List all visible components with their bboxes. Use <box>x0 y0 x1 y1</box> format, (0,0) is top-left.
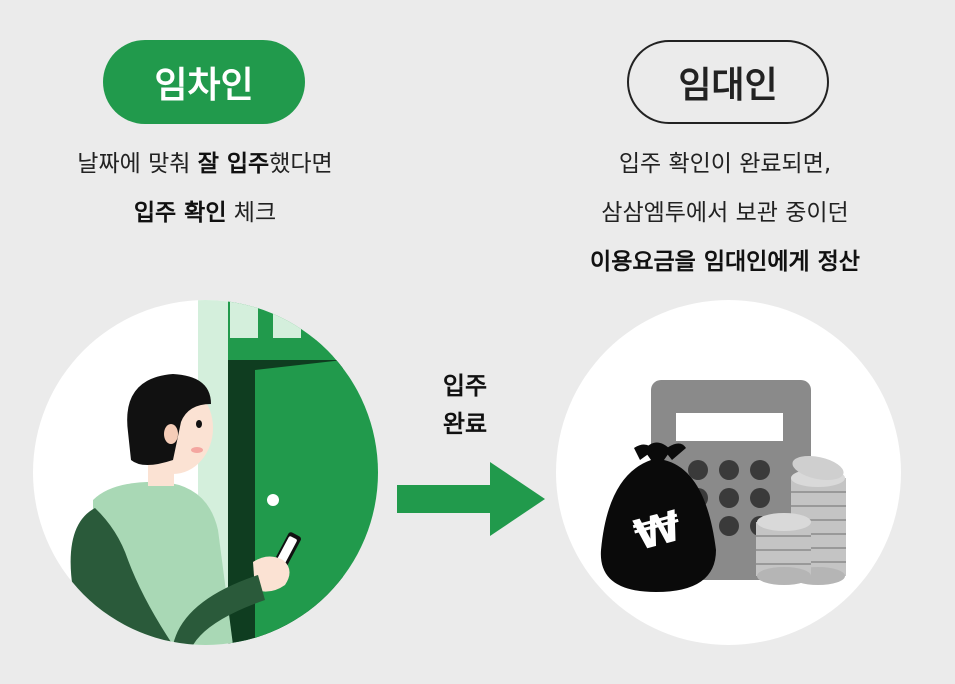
tenant-at-door-icon <box>70 300 378 645</box>
tenant-desc-line-2: 입주 확인 체크 <box>133 200 277 226</box>
tenant-illustration <box>33 300 378 645</box>
landlord-desc-line-2: 삼삼엠투에서 보관 중이던 <box>601 200 849 226</box>
landlord-label-pill: 임대인 <box>627 40 829 124</box>
landlord-desc-line-1: 입주 확인이 완료되면, <box>618 151 832 177</box>
calculator-money-icon: ₩ <box>600 380 846 592</box>
move-in-complete-label: 입주 완료 <box>442 372 488 438</box>
arrow-right-icon <box>397 462 545 536</box>
tenant-label-pill: 임차인 <box>103 40 305 124</box>
tenant-description: 날짜에 맞춰 잘 입주했다면 입주 확인 체크 <box>0 140 415 238</box>
landlord-label: 임대인 <box>678 65 778 106</box>
tenant-label: 임차인 <box>154 65 254 106</box>
landlord-description: 입주 확인이 완료되면, 삼삼엠투에서 보관 중이던 이용요금을 임대인에게 정… <box>515 140 935 287</box>
landlord-desc-line-3: 이용요금을 임대인에게 정산 <box>590 249 860 275</box>
tenant-desc-line-1: 날짜에 맞춰 잘 입주했다면 <box>77 151 333 177</box>
landlord-illustration: ₩ <box>556 300 901 645</box>
